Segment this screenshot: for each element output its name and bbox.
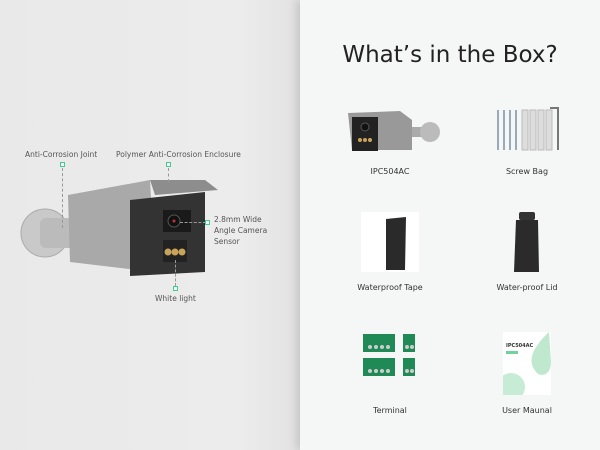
manual-thumbnail: IPC504AC [503, 332, 551, 395]
screw-bag-thumbnail [497, 107, 559, 151]
callout-joint-line [62, 168, 63, 228]
box-contents-panel: What’s in the Box? IPC504AC Screw Bag Wa… [300, 0, 600, 450]
callout-sensor-marker [205, 220, 210, 225]
callout-light-marker [173, 286, 178, 291]
callout-light: White light [155, 294, 196, 303]
callout-light-line [175, 260, 176, 286]
item-label: Water-proof Lid [496, 283, 558, 292]
callout-sensor-line [180, 222, 206, 223]
callout-sensor: Angle Camera [214, 226, 268, 235]
item-label: User Maunal [502, 406, 552, 415]
camera-image [20, 180, 218, 276]
item-label: IPC504AC [370, 167, 410, 176]
terminal-thumbnail [363, 334, 415, 376]
callout-joint-marker [60, 162, 65, 167]
tape-thumbnail [361, 212, 419, 272]
item-label: Terminal [373, 406, 407, 415]
item-label: Waterproof Tape [357, 283, 423, 292]
lid-thumbnail [514, 212, 539, 272]
camera-thumbnail [348, 111, 440, 151]
item-label: Screw Bag [505, 167, 549, 176]
callout-enclosure-marker [166, 162, 171, 167]
manual-cover-text: IPC504AC [506, 343, 534, 349]
callout-sensor: 2.8mm Wide [214, 215, 262, 224]
box-title: What’s in the Box? [342, 42, 558, 68]
callout-sensor: Sensor [214, 237, 240, 246]
callout-enclosure: Polymer Anti-Corrosion Enclosure [116, 150, 241, 159]
callout-enclosure-line [168, 168, 169, 182]
callout-joint: Anti-Corrosion Joint [25, 150, 98, 159]
camera-feature-panel: Anti-Corrosion Joint Polymer Anti-Corros… [0, 0, 300, 450]
